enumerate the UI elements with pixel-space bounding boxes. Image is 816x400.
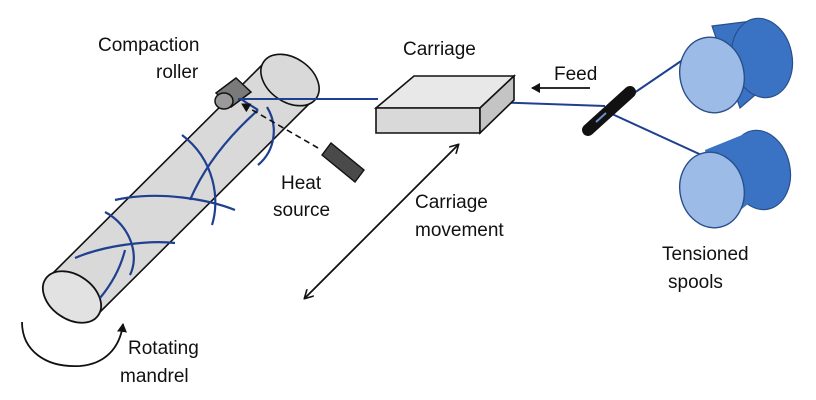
label-carriage: Carriage xyxy=(403,39,476,60)
fiber-path xyxy=(257,106,275,166)
fiber-path xyxy=(99,249,127,299)
heater-body xyxy=(321,141,365,184)
carriage-movement-arrow xyxy=(305,145,458,298)
fiber-path xyxy=(74,241,176,260)
carriage-side-face xyxy=(479,74,515,135)
carriage-box xyxy=(373,74,517,135)
heat-beam-arrow xyxy=(241,103,319,149)
fiber-to-lower-spool xyxy=(611,113,709,159)
guide-roller-body xyxy=(582,86,636,136)
carriage-front-face xyxy=(375,107,481,134)
label-rotating-mandrel-line1: Rotating xyxy=(128,338,199,359)
label-heat-source-line2: source xyxy=(273,200,330,221)
fiber-path xyxy=(188,109,259,201)
label-heat-source-line1: Heat xyxy=(281,173,322,194)
spool-front-face xyxy=(679,36,745,114)
label-carriage-movement-line2: movement xyxy=(415,220,504,241)
mandrel-edge-bottom xyxy=(96,97,316,316)
lower-spool xyxy=(679,129,792,229)
feed-guide-roller xyxy=(582,86,636,136)
label-carriage-movement-line1: Carriage xyxy=(415,192,488,213)
label-compaction-roller-line1: Compaction xyxy=(98,35,199,56)
fiber-path xyxy=(114,194,236,212)
rotation-arrow xyxy=(21,321,127,367)
label-tensioned-spools-line1: Tensioned xyxy=(662,244,749,265)
label-feed: Feed xyxy=(554,64,597,85)
fiber-path xyxy=(181,134,217,226)
mandrel-body xyxy=(47,62,315,315)
upper-spool xyxy=(679,17,794,114)
label-rotating-mandrel-line2: mandrel xyxy=(120,366,189,387)
fiber-path xyxy=(104,211,135,276)
mandrel-near-end xyxy=(42,270,102,324)
spool-front-face xyxy=(679,151,745,229)
compaction-roller xyxy=(214,77,253,110)
guide-roller-highlight xyxy=(595,112,607,123)
label-compaction-roller-line2: roller xyxy=(156,62,199,83)
roller-end-cap xyxy=(214,92,234,110)
label-tensioned-spools-line2: spools xyxy=(668,272,723,293)
